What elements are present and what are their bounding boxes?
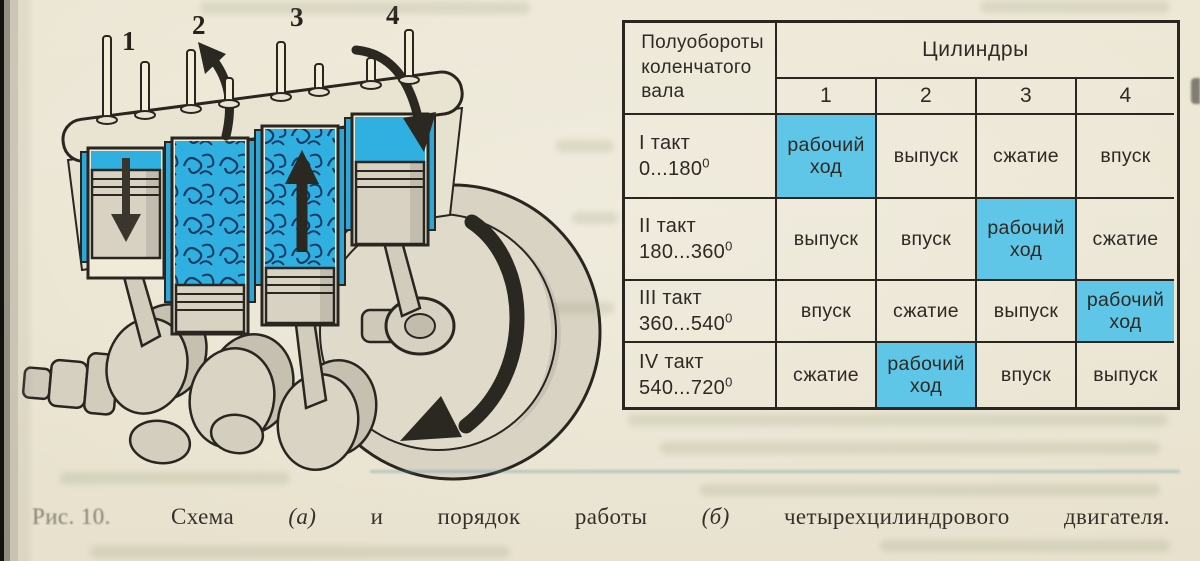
- table-cell: рабочий ход: [975, 197, 1075, 279]
- header-crankshaft-half-turns: Полуобороты коленчатого вала: [641, 31, 764, 103]
- cylinder-label-3: 3: [290, 2, 304, 32]
- compression-arrow-icon: [285, 150, 319, 252]
- caption-word: и: [370, 504, 384, 529]
- table-cell: сжатие: [775, 341, 875, 407]
- bleed-through-artifact: [880, 540, 1170, 552]
- stroke-label-row: II такт 180...3600: [625, 197, 775, 279]
- bleed-through-artifact: [700, 484, 1160, 496]
- stroke-label-row: I такт 0...1800: [625, 113, 775, 197]
- cylinder-label-1: 1: [122, 26, 136, 56]
- rotation-arrow-icon: [400, 214, 525, 441]
- table-cell: впуск: [775, 279, 875, 341]
- header-cylinder-3: 3: [975, 77, 1075, 113]
- table-cell: выпуск: [975, 279, 1075, 341]
- table-cell: выпуск: [1075, 341, 1174, 407]
- stroke-degrees: 0...1800: [639, 154, 710, 180]
- stroke-name: II такт: [639, 214, 696, 237]
- table-cell: рабочий ход: [1075, 279, 1174, 341]
- caption-word: Схема: [171, 504, 235, 529]
- crankshaft: [21, 303, 378, 472]
- piston-3: [264, 266, 336, 325]
- stroke-name: I такт: [639, 131, 691, 154]
- stroke-label-row: III такт 360...5400: [625, 279, 775, 341]
- table-cell: рабочий ход: [875, 341, 975, 407]
- caption-word: (а): [288, 504, 317, 529]
- piston-4: [354, 160, 426, 246]
- table-cell: сжатие: [875, 279, 975, 341]
- table-cell: выпуск: [875, 113, 975, 197]
- caption-word: четырехцилиндрового: [783, 504, 1010, 529]
- bleed-through-artifact: [628, 414, 1168, 426]
- bleed-through-artifact: [980, 1, 1170, 13]
- caption-word: двигателя.: [1063, 504, 1170, 529]
- table-cell: впуск: [1075, 113, 1174, 197]
- caption-word: работы: [574, 504, 648, 529]
- stroke-label-row: IV такт 540...7200: [625, 341, 775, 407]
- cylinder-label-4: 4: [386, 0, 400, 30]
- valve-stems: [96, 29, 420, 125]
- figure-caption: Рис. 10. Схема (а) и порядок работы (б) …: [32, 504, 1170, 530]
- caption-word: (б): [701, 504, 730, 529]
- scan-edge-smudge: [1191, 78, 1200, 104]
- piston-2: [174, 283, 246, 334]
- power-stroke-arrow-icon: [111, 158, 141, 242]
- cylinder-3: [254, 124, 346, 327]
- bleed-through-artifact: [660, 442, 1160, 454]
- header-cylinder-2: 2: [875, 77, 975, 113]
- cylinder-label-2: 2: [192, 10, 206, 40]
- stroke-degrees: 360...5400: [639, 309, 733, 335]
- table-cell: сжатие: [1075, 197, 1174, 279]
- header-cylinder-4: 4: [1075, 77, 1174, 113]
- cylinder-4: [344, 45, 436, 247]
- bleed-through-artifact: [90, 546, 510, 558]
- flywheel: [304, 183, 602, 481]
- stroke-name: III такт: [639, 286, 702, 309]
- intake-flow-arrow-icon: [351, 45, 436, 152]
- table-cell: впуск: [875, 197, 975, 279]
- caption-word: порядок: [437, 504, 521, 529]
- table-cell: выпуск: [775, 197, 875, 279]
- figure-number: Рис. 10.: [32, 504, 111, 529]
- working-order-table: Полуобороты коленчатого вала Цилиндры 1 …: [622, 20, 1180, 410]
- cylinder-2: [164, 42, 256, 336]
- crankshaft-pulley: [21, 352, 120, 416]
- stroke-degrees: 180...3600: [639, 237, 733, 263]
- table-cell: сжатие: [975, 113, 1075, 197]
- table-cell: рабочий ход: [775, 113, 875, 197]
- cylinder-1: [80, 146, 172, 280]
- header-cylinders: Цилиндры: [775, 23, 1174, 77]
- stroke-name: IV такт: [639, 350, 704, 373]
- table-cell: впуск: [975, 341, 1075, 407]
- header-cylinder-1: 1: [775, 77, 875, 113]
- engine-schematic: [21, 29, 602, 481]
- stroke-degrees: 540...7200: [639, 373, 733, 399]
